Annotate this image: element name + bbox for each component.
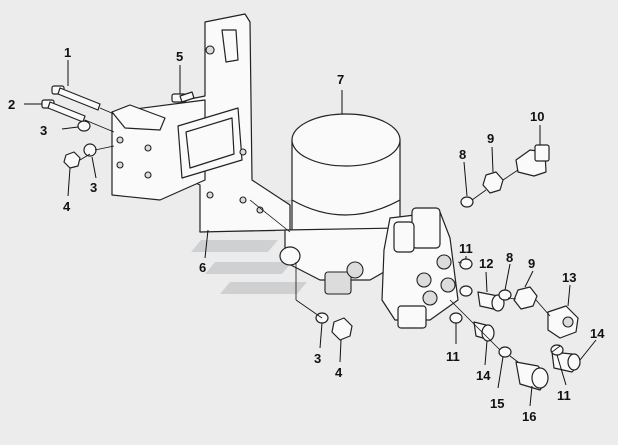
oring-11c: [449, 312, 463, 324]
callout-4a: 4: [63, 199, 71, 214]
seal-8a: [460, 196, 474, 208]
callout-6: 6: [199, 260, 206, 275]
callout-2: 2: [8, 97, 15, 112]
oring-11d: [550, 344, 564, 356]
oring-11b: [459, 285, 473, 297]
callout-3a: 3: [40, 123, 47, 138]
callout-11c: 11: [557, 388, 571, 403]
protection-valve: [381, 207, 459, 329]
callout-11b: 11: [446, 349, 460, 364]
callout-numbers: 1 2 3 3 3 4 4 5 6 7 8 8 9 9 10 11 11 11 …: [8, 45, 605, 424]
nut-9b: [513, 286, 538, 310]
mounting-bracket: [111, 13, 291, 233]
callout-7: 7: [337, 72, 344, 87]
callout-16: 16: [522, 409, 536, 424]
callout-8b: 8: [506, 250, 513, 265]
fitting-14b: [551, 351, 581, 373]
seal-15: [498, 346, 512, 358]
bolt-2: [41, 99, 86, 123]
nut-4b: [331, 317, 353, 341]
oring-11a: [459, 258, 473, 270]
bolt-5: [171, 91, 195, 103]
callout-9a: 9: [487, 131, 494, 146]
callout-1: 1: [64, 45, 71, 60]
assembly-guide-lines: [79, 107, 561, 363]
callout-5: 5: [176, 49, 183, 64]
callout-9b: 9: [528, 256, 535, 271]
nut-9a: [482, 171, 504, 194]
callout-13: 13: [562, 270, 576, 285]
callout-14a: 14: [476, 368, 491, 383]
callout-10: 10: [530, 109, 544, 124]
washer-3a: [77, 120, 91, 132]
leader-lines: [24, 60, 597, 407]
fitting-14a: [473, 321, 495, 342]
nut-4a: [63, 151, 81, 169]
callout-3c: 3: [314, 351, 321, 366]
callout-11a: 11: [459, 241, 473, 256]
callout-12: 12: [479, 256, 493, 271]
callout-14b: 14: [590, 326, 605, 341]
bolt-1: [51, 85, 101, 111]
elbow-fitting-10: [515, 144, 550, 177]
callout-8a: 8: [459, 147, 466, 162]
callout-15: 15: [490, 396, 504, 411]
elbow-fitting-13: [547, 305, 579, 339]
callout-4b: 4: [335, 365, 343, 380]
fitting-16: [515, 361, 549, 391]
dryer-cartridge: [291, 113, 401, 246]
callout-3b: 3: [90, 180, 97, 195]
